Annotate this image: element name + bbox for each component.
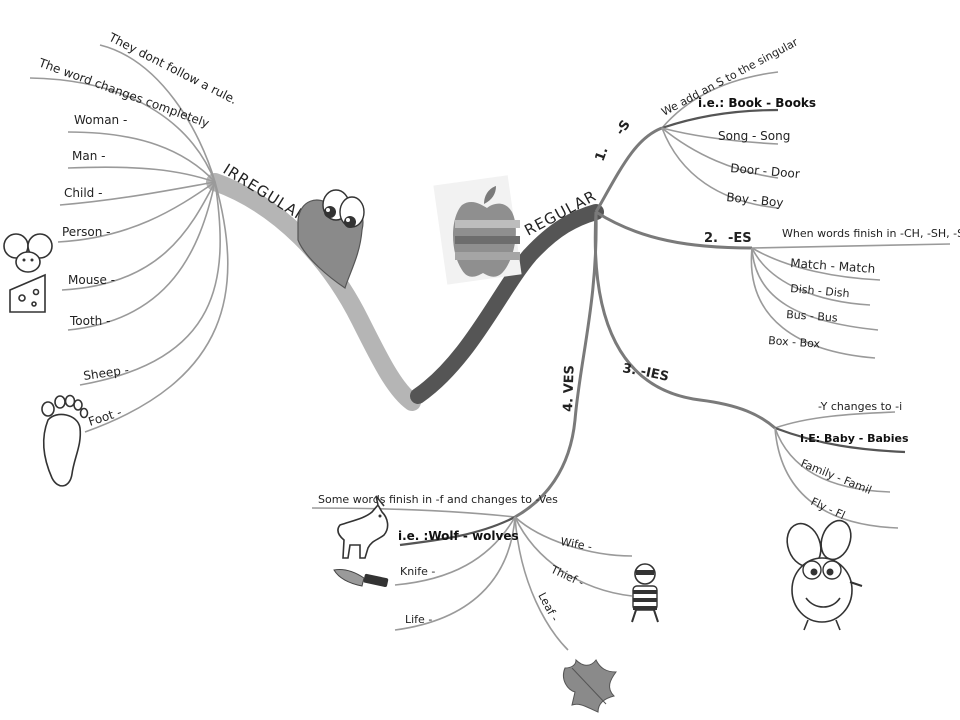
irregular-lines (29, 44, 229, 433)
foot-icon (41, 394, 89, 487)
es-item-dish: Dish - Dish (790, 282, 850, 300)
ves-branch-label: 4. VES (561, 365, 578, 412)
apple-logo-icon (433, 175, 522, 285)
ves-branch-lines (311, 211, 633, 651)
knife-icon (333, 569, 389, 588)
ies-item-family: Family - Famil (799, 457, 874, 497)
ves-item-thief: Thief - (548, 563, 586, 590)
irregular-item-woman: Woman - (74, 113, 127, 127)
irregular-item-child: Child - (64, 186, 102, 200)
es-rule: When words finish in -CH, -SH, -S and -X (782, 227, 960, 240)
es-branch-lines (595, 210, 951, 359)
ies-item-fly: Fly - Fl (809, 495, 847, 522)
ves-rule: Some words finish in -f and changes to -… (318, 493, 558, 506)
ves-item-wife: Wife - (559, 535, 593, 553)
s-item-door: Door - Door (730, 161, 801, 181)
irregular-item-person: Person - (62, 225, 110, 239)
fly-icon (786, 519, 863, 631)
heart-mascot-icon (297, 189, 365, 289)
s-branch-label: -S (613, 118, 634, 139)
ies-rule: -Y changes to -i (818, 400, 902, 413)
s-branch-lines (594, 71, 779, 213)
thief-icon (631, 563, 659, 623)
ves-item-knife: Knife - (400, 565, 435, 578)
es-branch-number: 2. (704, 231, 718, 246)
s-item-boy: Boy - Boy (726, 190, 784, 210)
es-item-box: Box - Box (768, 334, 821, 351)
s-example: i.e.: Book - Books (698, 96, 816, 110)
es-branch-label: -ES (728, 231, 752, 246)
ves-item-life: Life - (405, 613, 432, 626)
s-item-song: Song - Song (718, 129, 790, 143)
ies-branch-label: -IES (639, 364, 670, 385)
s-branch-number: 1. (593, 145, 612, 163)
ies-example: I.E: Baby - Babies (800, 432, 909, 445)
ies-branch-number: 3. (621, 361, 637, 378)
irregular-item-man: Man - (72, 149, 105, 163)
es-item-bus: Bus - Bus (786, 308, 839, 325)
irregular-item-tooth: Tooth - (69, 314, 110, 328)
es-item-match: Match - Match (790, 256, 876, 276)
irregular-item-sheep: Sheep - (82, 363, 129, 383)
irregular-item-mouse: Mouse - (68, 273, 115, 287)
leaf-icon (562, 658, 617, 713)
main-branch-irregular (206, 173, 421, 411)
mouse-icon (3, 233, 53, 313)
ies-branch-lines (593, 211, 906, 529)
irregular-item-foot: Foot - (87, 405, 124, 429)
ves-example: i.e. :Wolf - wolves (398, 529, 519, 543)
wolf-icon (337, 495, 389, 559)
